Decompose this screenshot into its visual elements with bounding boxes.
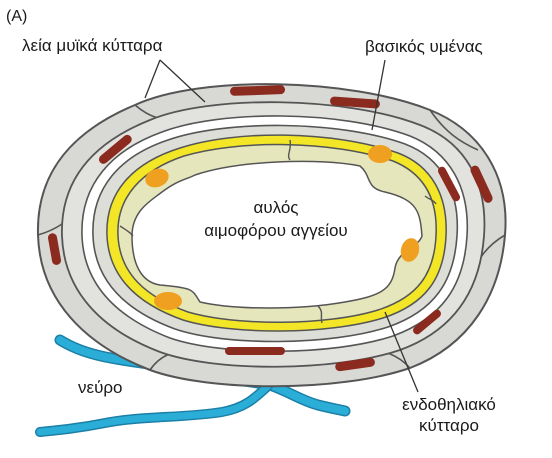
- endothelial-cell-label-line2: κύτταρο: [419, 416, 479, 435]
- endothelial-nucleus: [154, 292, 182, 310]
- basement-membrane-label: βασικός υμένας: [365, 37, 483, 56]
- endothelial-nucleus: [368, 145, 392, 163]
- nerve-label: νεύρο: [78, 378, 123, 397]
- panel-tag: (A): [6, 8, 27, 25]
- lumen-label-line1: αυλός: [253, 198, 298, 217]
- smooth-muscle-nucleus: [230, 85, 285, 96]
- nerve-branch: [40, 386, 268, 432]
- endothelial-cell-label-line1: ενδοθηλιακό: [402, 395, 496, 414]
- leader-smooth-muscle: [145, 60, 160, 98]
- smooth-muscle-nucleus: [225, 347, 285, 355]
- lumen-label-line2: αιμοφόρου αγγείου: [204, 221, 347, 240]
- smooth-muscle-label: λεία μυϊκά κύτταρα: [22, 36, 163, 55]
